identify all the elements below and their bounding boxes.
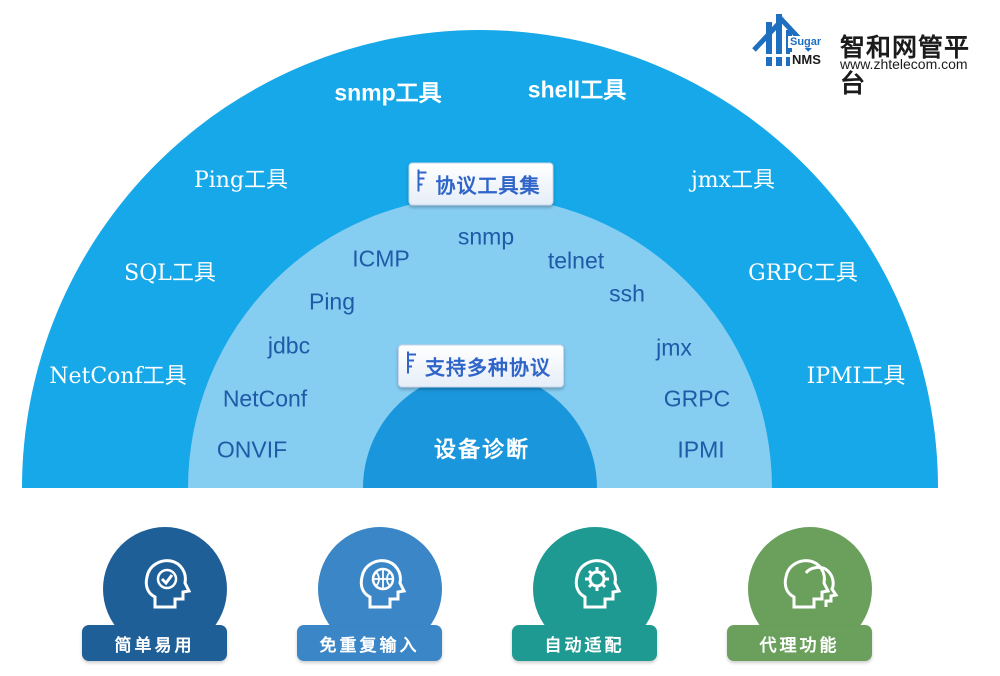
tool-label-snmp: snmp工具 (334, 79, 442, 106)
protocol-label-jmx: jmx (656, 334, 692, 361)
core-label: 设备诊断 (433, 437, 531, 462)
protocol-label-ipmi: IPMI (677, 436, 725, 463)
tag-protocols-label: 支持多种协议 (425, 357, 551, 380)
head-gear-icon (574, 559, 622, 609)
logo-word-top: Sugar (788, 36, 824, 48)
protocol-label-telnet: telnet (547, 247, 605, 274)
protocol-label-snmp: snmp (457, 223, 515, 250)
protocol-label-onvif: ONVIF (216, 436, 288, 463)
flag-icon (407, 351, 416, 374)
feature-proxy: 代理功能 (727, 515, 897, 670)
brand-url: www.zhtelecom.com (840, 56, 968, 72)
flag-icon (417, 169, 427, 192)
head-check-icon (144, 559, 192, 609)
protocol-label-grpc: GRPC (663, 385, 731, 412)
inner-arc (363, 371, 597, 488)
feature-label: 简单易用 (82, 625, 227, 661)
protocol-label-ping: Ping (308, 288, 356, 315)
protocol-label-jdbc: jdbc (267, 332, 311, 359)
head-globe-icon (359, 559, 407, 609)
two-heads-icon (783, 559, 839, 609)
brand-name: 智和网管平台 (840, 34, 971, 98)
tool-label-jmx: jmx工具 (690, 168, 776, 193)
protocol-label-ssh: ssh (609, 280, 645, 307)
feature-auto-adapt: 自动适配 (512, 515, 682, 670)
tool-label-ipmi: IPMI工具 (806, 364, 906, 389)
tool-label-grpc: GRPC工具 (748, 261, 858, 286)
protocol-label-icmp: ICMP (352, 245, 410, 272)
feature-label: 自动适配 (512, 625, 657, 661)
brand-logo: Sugar NMS 智和网管平台 www.zhtelecom.com (752, 10, 992, 98)
tool-label-ping: Ping工具 (193, 168, 289, 193)
tool-label-netconf: NetConf工具 (49, 364, 187, 389)
middle-arc (188, 196, 772, 488)
feature-easy-to-use: 简单易用 (82, 515, 252, 670)
feature-label: 代理功能 (727, 625, 872, 661)
logo-word-bottom: NMS (790, 52, 823, 67)
feature-no-repeat-input: 免重复输入 (297, 515, 467, 670)
tag-protocols: 支持多种协议 (398, 344, 564, 388)
tag-tool-set-label: 协议工具集 (435, 175, 541, 198)
tag-tool-set: 协议工具集 (408, 162, 554, 206)
protocol-label-netconf: NetConf (222, 385, 308, 412)
feature-label: 免重复输入 (297, 625, 442, 661)
tool-label-shell: shell工具 (527, 76, 627, 103)
tool-label-sql: SQL工具 (124, 261, 216, 286)
